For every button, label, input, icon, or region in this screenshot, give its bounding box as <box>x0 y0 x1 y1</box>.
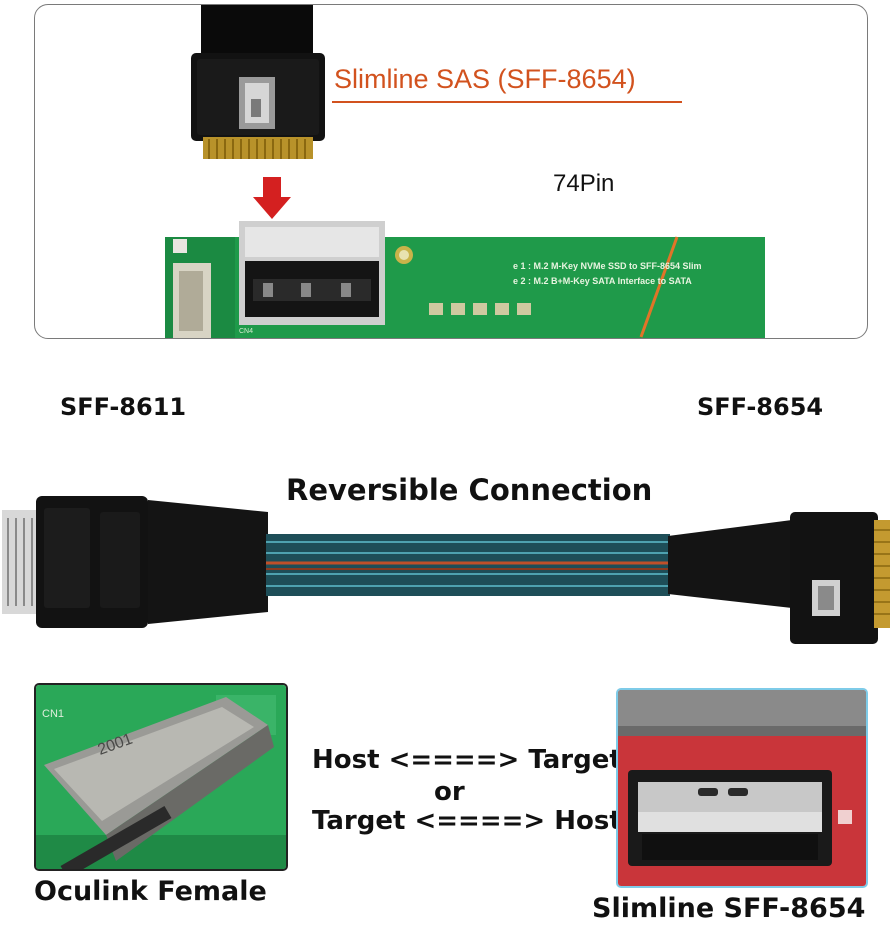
board-cn1: CN1 <box>42 708 64 720</box>
oculink-photo: 2001 CN1 <box>34 683 288 871</box>
slimline-photo <box>616 688 868 888</box>
top-illustration-panel: e 1 : M.2 M-Key NVMe SSD to SFF-8654 Sli… <box>34 4 868 339</box>
cable-title: Reversible Connection <box>286 473 653 507</box>
connector-label: Slimline SAS (SFF-8654) <box>334 64 636 94</box>
board-text-line2: e 2 : M.2 B+M-Key SATA Interface to SATA <box>513 276 692 286</box>
direction-or: or <box>434 777 465 807</box>
right-end-label: SFF-8654 <box>697 393 824 421</box>
board-text-line1: e 1 : M.2 M-Key NVMe SSD to SFF-8654 Sli… <box>513 261 702 271</box>
left-photo-caption: Oculink Female <box>34 876 267 907</box>
cable-illustration <box>2 496 890 644</box>
slimline-board-illustration: e 1 : M.2 M-Key NVMe SSD to SFF-8654 Sli… <box>165 5 765 338</box>
connector-label-underline <box>332 101 682 103</box>
pin-count-label: 74Pin <box>553 170 615 197</box>
left-end-label: SFF-8611 <box>60 393 187 421</box>
right-photo-caption: Slimline SFF-8654 <box>592 893 866 924</box>
down-arrow-icon <box>253 177 291 219</box>
direction-line-2: Target <====> Host <box>312 806 622 836</box>
board-cn4: CN4 <box>239 328 253 335</box>
direction-line-1: Host <====> Target <box>312 745 622 775</box>
